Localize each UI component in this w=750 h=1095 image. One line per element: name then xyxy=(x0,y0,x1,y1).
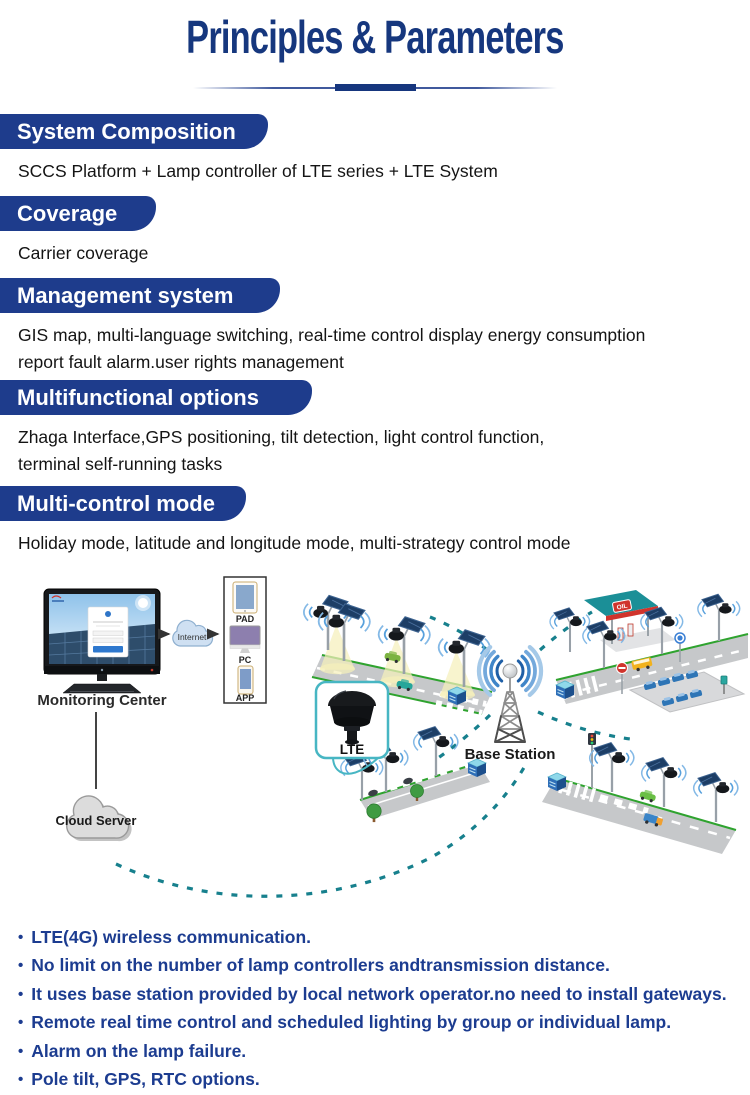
section-body: Carrier coverage xyxy=(18,243,149,263)
section-banner-multi-control-mode: Multi-control mode xyxy=(0,486,246,521)
login-dialog xyxy=(87,606,129,658)
divider-bar xyxy=(335,84,416,91)
smartphone xyxy=(237,665,254,695)
section-title: System Composition xyxy=(17,118,236,144)
section-banner-coverage: Coverage xyxy=(0,196,156,231)
internet-cloud: Internet xyxy=(172,619,214,647)
page-title: Principles & Parameters xyxy=(186,12,564,64)
bullet-item: Alarm on the lamp failure. xyxy=(18,1038,732,1066)
app-label: APP xyxy=(236,693,255,703)
section-body: SCCS Platform + Lamp controller of LTE s… xyxy=(18,161,498,181)
title-divider xyxy=(0,84,750,92)
lte-connector-line xyxy=(332,751,385,775)
road-scene-bottom-right xyxy=(542,733,739,854)
antenna-sphere xyxy=(502,663,518,679)
monitoring-center-label: Monitoring Center xyxy=(37,692,166,709)
solar-street-light xyxy=(696,593,741,643)
section-body: Zhaga Interface,GPS positioning, tilt de… xyxy=(18,427,545,474)
car xyxy=(638,788,658,804)
truck xyxy=(643,813,664,827)
lte-label: LTE xyxy=(340,742,365,757)
tree xyxy=(366,803,382,823)
tablet xyxy=(232,581,258,614)
system-diagram: OIL xyxy=(0,563,750,925)
solar-street-light xyxy=(549,606,591,654)
bullet-item: LTE(4G) wireless communication. xyxy=(18,924,732,952)
section-title: Multi-control mode xyxy=(17,490,215,516)
section-banner-management-system: Management system xyxy=(0,278,280,313)
devices-panel: PAD PC APP xyxy=(223,576,267,704)
bullet-item: Pole tilt, GPS, RTC options. xyxy=(18,1066,732,1094)
feature-bullet-list: LTE(4G) wireless communication. No limit… xyxy=(18,924,732,1094)
bullet-item: Remote real time control and scheduled l… xyxy=(18,1009,732,1037)
radio-waves xyxy=(476,645,544,697)
solar-street-light xyxy=(588,741,635,794)
section-title: Management system xyxy=(17,282,234,308)
desktop-pc xyxy=(229,625,261,653)
section-title: Coverage xyxy=(17,200,118,226)
road-scene-gas-station: OIL xyxy=(549,590,749,713)
base-station: Base Station xyxy=(465,645,556,763)
section-title: Multifunctional options xyxy=(17,384,259,410)
monitoring-center: Monitoring Center xyxy=(37,588,167,709)
header: Principles & Parameters xyxy=(0,12,750,64)
solar-street-light xyxy=(692,771,739,824)
oil-sign: OIL xyxy=(616,603,628,612)
section-banner-system-composition: System Composition xyxy=(0,114,268,149)
road-scene-bottom-left xyxy=(339,725,490,823)
cloud-server-label: Cloud Server xyxy=(56,813,137,828)
base-station-label: Base Station xyxy=(465,746,556,763)
lte-device: LTE xyxy=(314,680,390,760)
pc-label: PC xyxy=(239,655,252,665)
cloud-server: Cloud Server xyxy=(56,795,137,842)
solar-street-light xyxy=(412,725,459,778)
bullet-item: It uses base station provided by local n… xyxy=(18,981,732,1009)
parking-meter xyxy=(720,675,728,694)
signal-dash-arcs xyxy=(115,610,639,898)
section-body: GIS map, multi-language switching, real-… xyxy=(18,325,646,372)
section-banner-multifunctional-options: Multifunctional options xyxy=(0,380,312,415)
pad-label: PAD xyxy=(236,614,255,624)
internet-label: Internet xyxy=(178,632,207,642)
section-body: Holiday mode, latitude and longitude mod… xyxy=(18,533,571,553)
bus xyxy=(631,657,653,672)
bullet-item: No limit on the number of lamp controlle… xyxy=(18,952,732,980)
system-diagram-svg: OIL xyxy=(37,576,749,898)
